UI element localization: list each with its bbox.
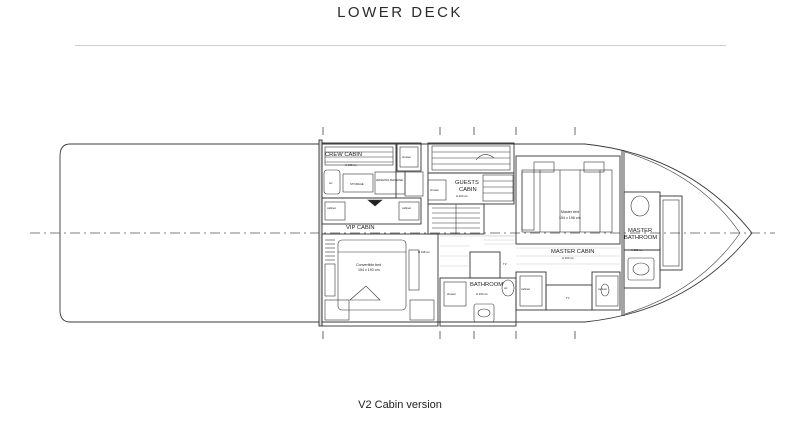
frame-marks <box>322 127 576 339</box>
bathroom-label: BATHROOM <box>470 282 503 288</box>
guests-cabin-label-2: CABIN <box>459 187 477 193</box>
master-sink <box>627 257 655 281</box>
crew-shower-2-label: shower <box>402 155 411 159</box>
stairs <box>432 204 480 234</box>
title-divider <box>75 45 726 46</box>
bathroom-height: H 200 cm <box>476 292 489 296</box>
washing-machine <box>374 171 406 195</box>
master-wc <box>630 195 650 217</box>
page-title: LOWER DECK <box>337 4 463 21</box>
storage-label: STORAGE <box>350 182 364 186</box>
master-bathroom-height: H 200 cm <box>631 248 644 252</box>
washing-machine-label: WASHING MACHINE <box>376 178 403 182</box>
crew-cabin-label: CREW CABIN <box>325 152 362 158</box>
guests-cabin-label-1: GUESTS <box>455 180 479 186</box>
vip-bed <box>337 239 407 311</box>
master-bed <box>521 169 613 233</box>
master-cabin-label: MASTER CABIN <box>551 249 594 255</box>
master-bathroom-label-1: MASTER <box>628 228 652 234</box>
bathroom-shower-label: shower <box>447 292 456 296</box>
crew-shower-label: shower <box>430 188 439 192</box>
interior-walls <box>318 139 683 327</box>
cabinet-lower-1: cabinet <box>521 287 530 291</box>
crew-wc-label: wc <box>329 181 333 185</box>
master-bed-label-2: 154 x 198 cm <box>559 216 581 220</box>
crew-cabinet <box>404 171 424 197</box>
bathroom-wc <box>501 279 515 297</box>
guests-cabin-height: H 200 cm <box>456 194 469 198</box>
master-cabin-height: H 200 cm <box>562 256 575 260</box>
bathroom-sink <box>473 303 495 323</box>
crew-cabinet-label: cabinet <box>327 206 336 210</box>
storage-unit <box>342 173 374 193</box>
bathroom-tv-label: TV <box>503 262 507 266</box>
plan-caption: V2 Cabin version <box>358 399 442 411</box>
crew-cabin-height: H 189 cm <box>345 163 358 167</box>
floor-hatch <box>440 235 620 267</box>
bathroom-wc-label: wc <box>504 286 508 290</box>
tv-label: TV <box>566 296 570 300</box>
hull-outline <box>59 143 753 323</box>
vip-bed-label-2: 154 x 193 cm <box>358 268 380 272</box>
vip-cabin-label: VIP CABIN <box>346 225 375 231</box>
crew-bunk <box>324 146 394 166</box>
vip-bed-label-1: Convertible bed <box>356 263 381 267</box>
vip-height: H 198 cm <box>418 250 431 254</box>
crew-cabinet-2-label: cabinet <box>402 206 411 210</box>
crew-wc <box>323 169 341 195</box>
master-bathroom-label-2: BATHROOM <box>624 235 657 241</box>
master-bed-label-1: Master bed <box>561 210 579 214</box>
cabinet-lower-2: cabinet <box>598 287 607 291</box>
